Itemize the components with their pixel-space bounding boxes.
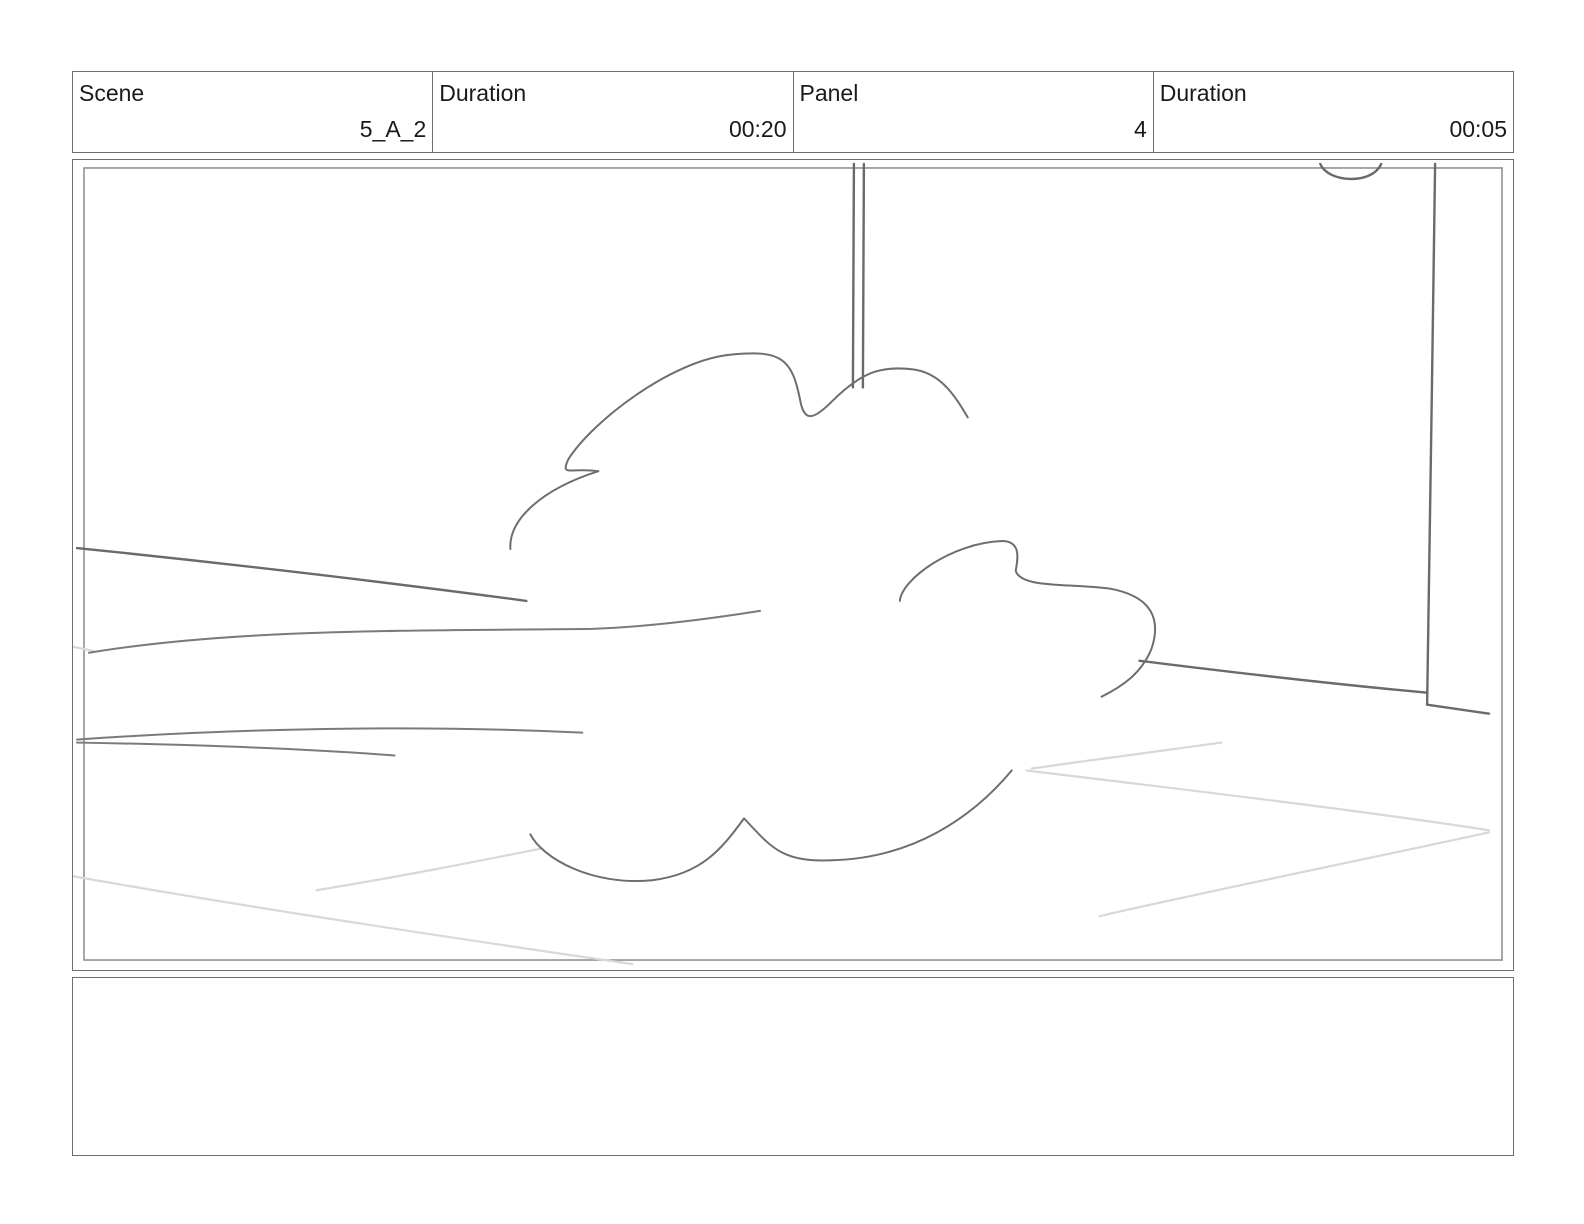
speed-lines: [75, 609, 762, 757]
panel-duration-value: 00:05: [1449, 116, 1507, 142]
scene-label: Scene: [79, 80, 145, 106]
scene-duration-value: 00:20: [728, 116, 787, 142]
storyboard-panel: [72, 159, 1514, 971]
floor-lines: [73, 645, 1491, 966]
panel-duration-cell: Duration 00:05: [1154, 72, 1513, 152]
room-lines: [75, 162, 1491, 715]
panel-value: 4: [1133, 116, 1147, 142]
panel-cell: Panel 4: [794, 72, 1154, 152]
notes-area[interactable]: [72, 977, 1514, 1156]
scene-value: 5_A_2: [359, 116, 427, 142]
dust-cloud: [509, 352, 1157, 883]
safe-frame: [83, 167, 1503, 961]
scene-duration-cell: Duration 00:20: [433, 72, 794, 152]
panel-duration-label: Duration: [1159, 80, 1247, 106]
panel-sketch: [73, 162, 1503, 966]
storyboard-header: Scene 5_A_2 Duration 00:20 Panel 4 Durat…: [72, 71, 1514, 153]
scene-cell: Scene 5_A_2: [73, 72, 434, 152]
scene-duration-label: Duration: [439, 80, 527, 106]
panel-label: Panel: [799, 80, 859, 106]
